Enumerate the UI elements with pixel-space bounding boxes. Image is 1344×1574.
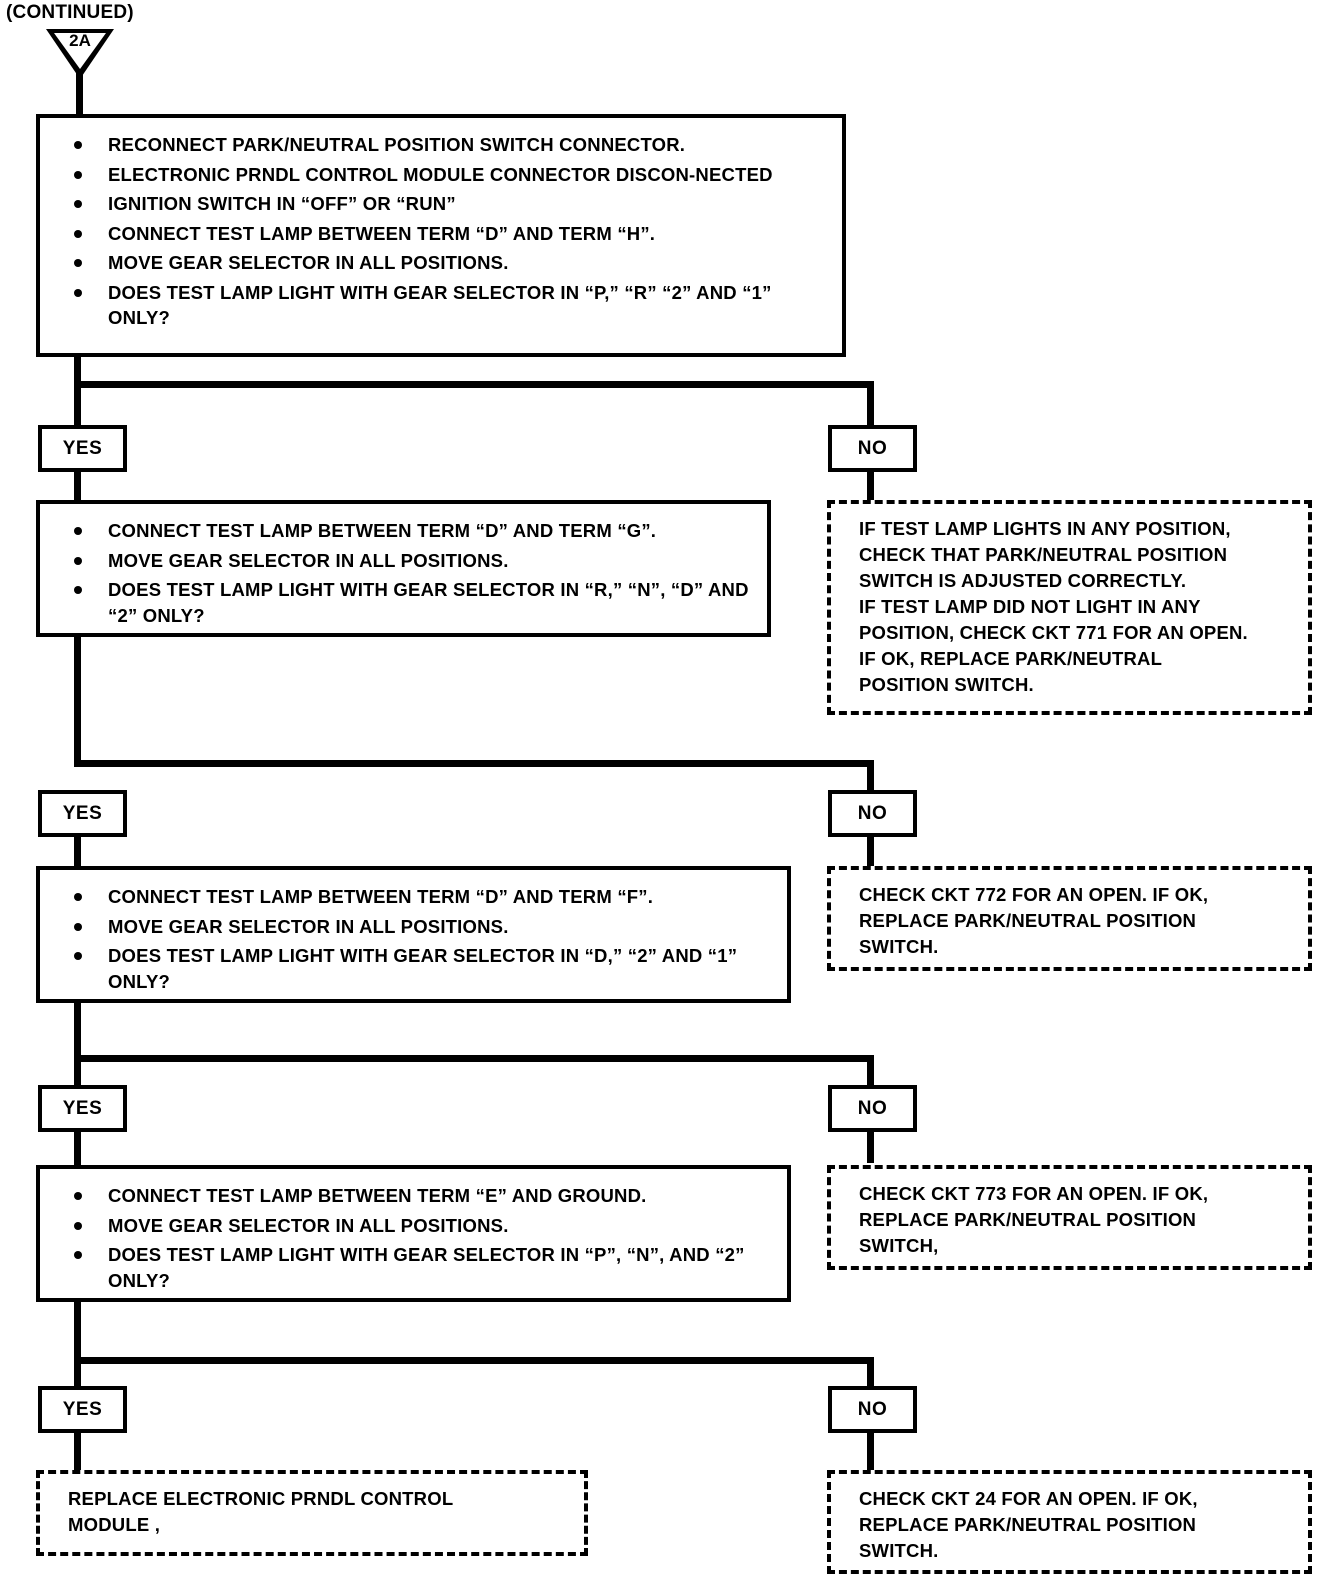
list-item: CONNECT TEST LAMP BETWEEN TERM “D” AND T… [74,884,777,910]
decision-label: NO [857,802,888,824]
list-item: DOES TEST LAMP LIGHT WITH GEAR SELECTOR … [74,577,757,628]
decision-label: NO [857,1097,888,1119]
wire-no3-down [867,1131,874,1163]
decision-yes-3[interactable]: YES [38,1085,127,1132]
wire-step4-stem [74,1302,81,1432]
list-item: MOVE GEAR SELECTOR IN ALL POSITIONS. [74,914,777,940]
decision-no-1[interactable]: NO [828,425,917,472]
decision-no-3[interactable]: NO [828,1085,917,1132]
decision-label: NO [857,1398,888,1420]
action-text: CHECK CKT 24 FOR AN OPEN. IF OK, REPLACE… [859,1488,1198,1561]
wire-yes4-down [74,1432,81,1472]
step-1-bullet-list: RECONNECT PARK/NEUTRAL POSITION SWITCH C… [40,118,842,345]
decision-label: YES [62,1097,103,1119]
action-text: CHECK CKT 773 FOR AN OPEN. IF OK, REPLAC… [859,1183,1209,1256]
list-item: CONNECT TEST LAMP BETWEEN TERM “D” AND T… [74,221,832,247]
wire-yes2-down [74,836,81,872]
decision-label: YES [62,1398,103,1420]
list-item: CONNECT TEST LAMP BETWEEN TERM “E” AND G… [74,1183,777,1209]
list-item: MOVE GEAR SELECTOR IN ALL POSITIONS. [74,1213,777,1239]
decision-yes-1[interactable]: YES [38,425,127,472]
wire-step3-stem [74,1003,81,1131]
step-2-bullet-list: CONNECT TEST LAMP BETWEEN TERM “D” AND T… [40,504,767,642]
list-item: MOVE GEAR SELECTOR IN ALL POSITIONS. [74,548,757,574]
wire-step1-stem [74,357,81,425]
step-box-1: RECONNECT PARK/NEUTRAL POSITION SWITCH C… [36,114,846,357]
wire-step2-to-no2 [867,760,874,807]
list-item: MOVE GEAR SELECTOR IN ALL POSITIONS. [74,250,832,276]
action-text: REPLACE ELECTRONIC PRNDL CONTROL MODULE … [68,1488,454,1535]
decision-no-2[interactable]: NO [828,790,917,837]
decision-label: YES [62,437,103,459]
wire-step3-bus [74,1055,874,1062]
continued-label: (CONTINUED) [6,2,134,23]
list-item: DOES TEST LAMP LIGHT WITH GEAR SELECTOR … [74,280,832,331]
step-box-4: CONNECT TEST LAMP BETWEEN TERM “E” AND G… [36,1165,791,1302]
wire-step4-to-no4 [867,1357,874,1404]
step-box-2: CONNECT TEST LAMP BETWEEN TERM “D” AND T… [36,500,771,637]
list-item: DOES TEST LAMP LIGHT WITH GEAR SELECTOR … [74,1242,777,1293]
wire-no1-down [867,470,874,500]
decision-label: YES [62,802,103,824]
triangle-inner-shape [54,33,106,69]
wire-no4-down [867,1432,874,1472]
action-box-no-2: CHECK CKT 772 FOR AN OPEN. IF OK, REPLAC… [827,866,1312,971]
wire-step4-bus [74,1357,874,1364]
wire-connector-to-step1 [76,73,83,118]
action-box-no-4: CHECK CKT 24 FOR AN OPEN. IF OK, REPLACE… [827,1470,1312,1574]
decision-yes-2[interactable]: YES [38,790,127,837]
wire-step1-to-no1 [867,381,874,428]
wire-step2-stem-lower [74,637,81,767]
decision-no-4[interactable]: NO [828,1386,917,1433]
connector-2a-triangle-icon: 2A [46,29,114,79]
list-item: DOES TEST LAMP LIGHT WITH GEAR SELECTOR … [74,943,777,994]
connector-label: 2A [69,31,91,50]
list-item: ELECTRONIC PRNDL CONTROL MODULE CONNECTO… [74,162,832,188]
action-text: IF TEST LAMP LIGHTS IN ANY POSITION, CHE… [859,518,1248,695]
step-4-bullet-list: CONNECT TEST LAMP BETWEEN TERM “E” AND G… [40,1169,787,1307]
wire-step1-bus [74,381,874,388]
wire-step2-bus [74,760,874,767]
wire-yes1-down [74,470,81,506]
list-item: IGNITION SWITCH IN “OFF” OR “RUN” [74,191,832,217]
action-box-no-1: IF TEST LAMP LIGHTS IN ANY POSITION, CHE… [827,500,1312,715]
wire-yes3-down [74,1131,81,1169]
step-3-bullet-list: CONNECT TEST LAMP BETWEEN TERM “D” AND T… [40,870,787,1008]
decision-yes-4[interactable]: YES [38,1386,127,1433]
list-item: CONNECT TEST LAMP BETWEEN TERM “D” AND T… [74,518,757,544]
action-box-no-3: CHECK CKT 773 FOR AN OPEN. IF OK, REPLAC… [827,1165,1312,1270]
step-box-3: CONNECT TEST LAMP BETWEEN TERM “D” AND T… [36,866,791,1003]
wire-no2-down [867,836,874,866]
wire-step3-to-no3 [867,1055,874,1102]
action-text: CHECK CKT 772 FOR AN OPEN. IF OK, REPLAC… [859,884,1209,957]
decision-label: NO [857,437,888,459]
action-box-yes-final: REPLACE ELECTRONIC PRNDL CONTROL MODULE … [36,1470,588,1556]
list-item: RECONNECT PARK/NEUTRAL POSITION SWITCH C… [74,132,832,158]
